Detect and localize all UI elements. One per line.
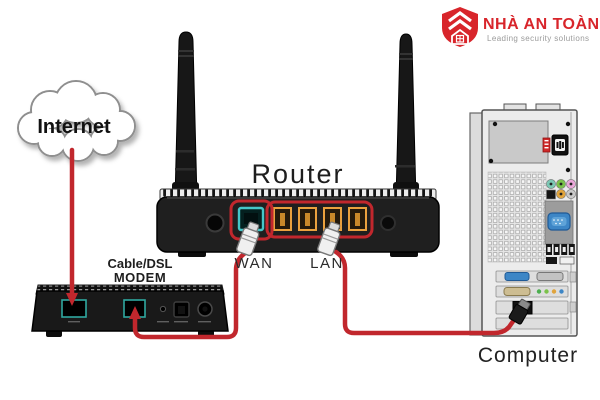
lan-ports-highlight xyxy=(265,200,374,239)
router-reset-button xyxy=(380,215,396,231)
modem-power-jack-hole xyxy=(178,306,185,314)
router-antenna-left xyxy=(172,31,199,201)
router-label: Router xyxy=(251,159,344,189)
vga-port-inner xyxy=(551,217,567,226)
cable-arrowheads xyxy=(66,293,141,319)
modem-ethernet-port-internet xyxy=(61,299,87,318)
voltage-switch-stripes xyxy=(544,140,549,149)
usb-ports xyxy=(546,244,575,265)
router-antenna-right xyxy=(393,33,419,201)
modem-device: Cable/DSL MODEM xyxy=(31,256,229,337)
router-wan-port-hole xyxy=(244,213,258,224)
ethernet-plug-computer xyxy=(508,298,531,325)
voltage-switch xyxy=(542,137,551,153)
internet-label: Internet xyxy=(37,116,111,138)
router-device: Router xyxy=(156,31,440,257)
cable-modem-to-router xyxy=(132,251,247,340)
ethernet-plug-lan xyxy=(317,221,341,257)
modem-label-line1: Cable/DSL xyxy=(107,256,172,271)
serial-port-card xyxy=(503,287,531,296)
modem-round-jack-hole xyxy=(202,306,208,312)
case-screws xyxy=(488,121,571,173)
computer-device: Computer xyxy=(469,103,578,367)
router-power-jack xyxy=(205,213,225,233)
brand-tagline: Leading security solutions xyxy=(487,34,589,43)
modem-label-line2: MODEM xyxy=(114,270,166,285)
audio-jacks xyxy=(546,179,576,200)
case-vent-grid xyxy=(487,171,547,263)
internet-cloud: Internet xyxy=(17,80,136,162)
computer-side-panel xyxy=(469,112,484,336)
ethernet-plug-wan xyxy=(236,221,260,257)
dvi-port-card xyxy=(536,272,564,281)
cables xyxy=(69,147,522,340)
power-inlet-pins xyxy=(556,141,564,149)
cable-router-to-computer xyxy=(333,249,522,336)
router-lan-ports xyxy=(273,207,367,231)
lan-port-label: LAN xyxy=(310,255,344,272)
modem-port-micro-labels xyxy=(68,321,211,323)
slot-clip xyxy=(569,301,577,313)
brand-name: NHÀ AN TOÀN xyxy=(483,14,600,33)
modem-reset-button xyxy=(159,305,167,313)
brand-logo: NHÀ AN TOÀN Leading security solutions xyxy=(442,7,600,47)
audio-jacks-card xyxy=(536,289,564,294)
power-supply xyxy=(488,120,549,164)
computer-label: Computer xyxy=(478,344,578,367)
vga-port-card xyxy=(504,272,530,281)
slot-clip xyxy=(569,271,577,283)
vga-port-pins xyxy=(553,219,563,225)
wan-port-label: WAN xyxy=(235,255,274,272)
shield-house-icon xyxy=(442,7,478,47)
